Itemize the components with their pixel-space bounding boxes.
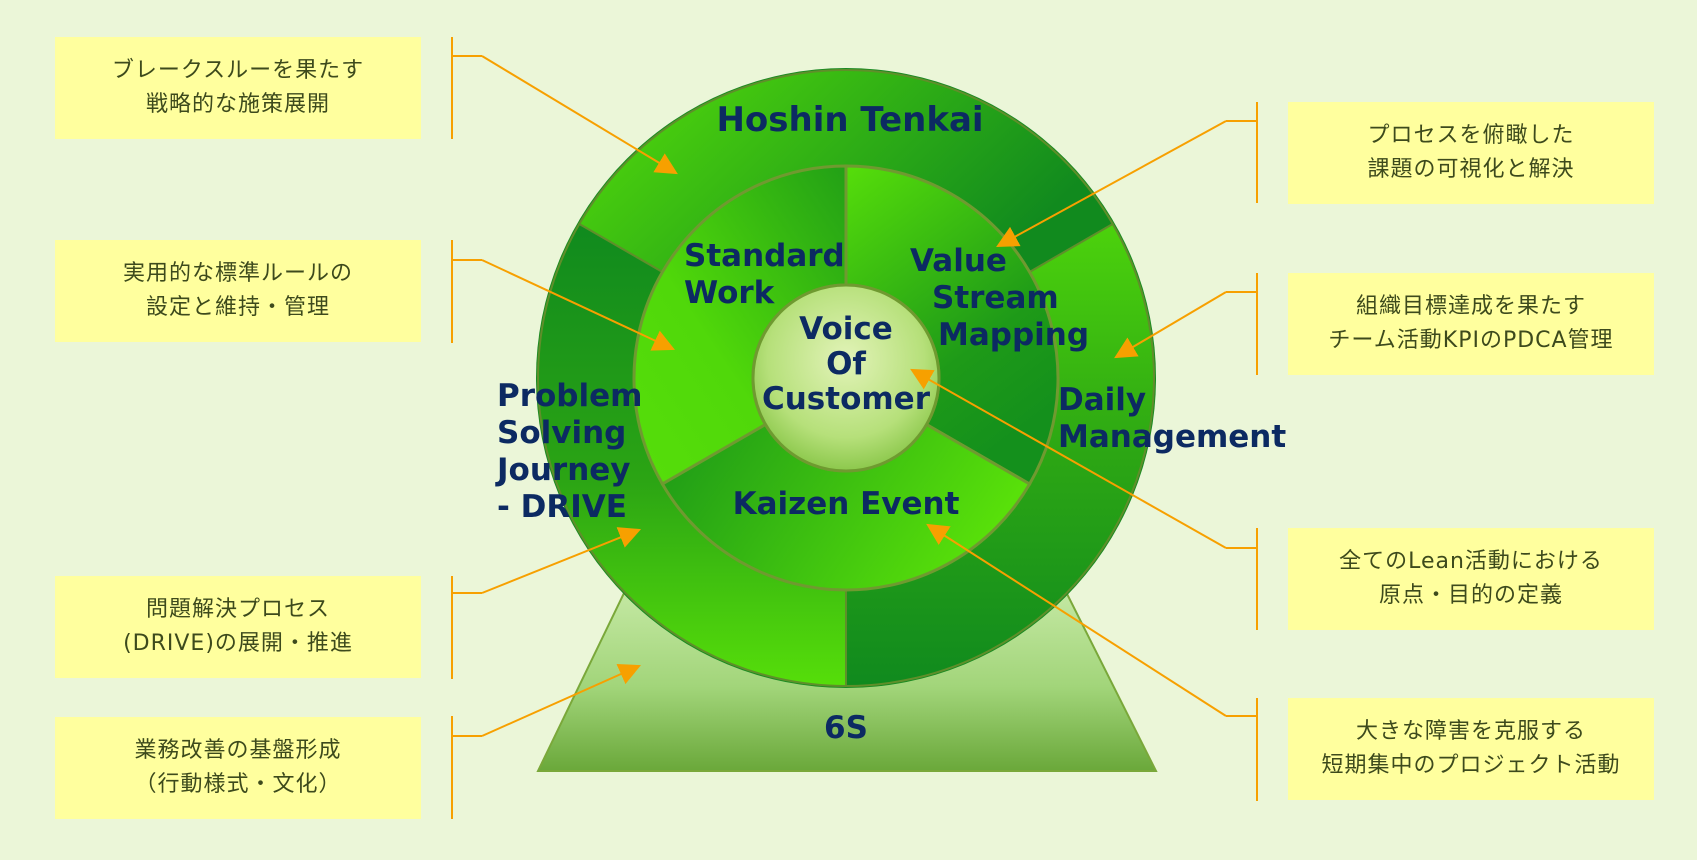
callout-line: 全てのLean活動における <box>1339 549 1603 574</box>
arrow-line <box>481 259 675 351</box>
bracket-line <box>1226 102 1258 203</box>
arrow-line <box>1114 291 1227 359</box>
connector-hoshin <box>451 37 678 175</box>
label-line: Customer <box>761 381 931 417</box>
callout-line: 短期集中のプロジェクト活動 <box>1321 753 1621 778</box>
label-line: Stream <box>932 280 1059 316</box>
callout-line: プロセスを俯瞰した <box>1367 123 1575 148</box>
arrow-line <box>910 368 1227 549</box>
arrow-line <box>481 664 642 737</box>
label-hoshin-tenkai: Hoshin Tenkai <box>716 100 984 140</box>
bracket-line <box>1226 528 1258 630</box>
label-line: Journey <box>497 452 631 488</box>
callout-hoshin-tenkai: ブレークスルーを果たす 戦略的な施策展開 <box>55 37 421 139</box>
label-line: Daily <box>1058 382 1147 418</box>
callout-line: 戦略的な施策展開 <box>145 92 330 117</box>
bracket-line <box>451 240 482 343</box>
callout-line: 組織目標達成を果たす <box>1355 294 1586 319</box>
callout-line: 大きな障害を克服する <box>1355 719 1586 744</box>
label-line: Standard <box>684 238 845 274</box>
bracket-line <box>451 37 482 139</box>
bracket-line <box>1226 698 1258 801</box>
callout-6s: 業務改善の基盤形成 （行動様式・文化） <box>55 717 421 819</box>
label-daily-management: Daily Management <box>1058 382 1286 456</box>
label-voice-of-customer: Voice Of Customer <box>762 312 930 417</box>
label-problem-solving-journey: Problem Solving Journey - DRIVE <box>497 378 642 526</box>
label-line: Voice <box>799 311 893 347</box>
callout-voice-of-customer: 全てのLean活動における 原点・目的の定義 <box>1288 528 1654 630</box>
callout-line: 設定と維持・管理 <box>145 295 330 320</box>
connector-kaizen-event <box>926 523 1258 801</box>
connector-standard-work <box>451 240 675 351</box>
callout-problem-solving: 問題解決プロセス (DRIVE)の展開・推進 <box>55 576 421 678</box>
callout-value-stream-mapping: プロセスを俯瞰した 課題の可視化と解決 <box>1288 102 1654 204</box>
connector-6s <box>451 664 642 819</box>
label-line: Work <box>684 275 775 311</box>
bracket-line <box>451 576 482 679</box>
label-line: Problem <box>497 378 643 414</box>
arrow-line <box>926 523 1227 717</box>
label-line: Management <box>1058 419 1287 455</box>
connector-value-stream <box>996 102 1258 248</box>
callout-kaizen-event: 大きな障害を克服する 短期集中のプロジェクト活動 <box>1288 698 1654 800</box>
callout-line: (DRIVE)の展開・推進 <box>123 631 353 656</box>
center-voice-of-customer <box>751 283 941 473</box>
label-line: Of <box>826 346 866 382</box>
connector-voice-of-customer <box>910 368 1258 630</box>
label-line: - DRIVE <box>497 489 627 525</box>
label-value-stream-mapping: Value Stream Mapping <box>910 243 1089 354</box>
connector-problem-solving <box>451 527 642 679</box>
callout-line: 問題解決プロセス <box>145 597 330 622</box>
callout-line: チーム活動KPIのPDCA管理 <box>1328 328 1614 353</box>
callout-line: ブレークスルーを果たす <box>111 58 365 83</box>
callout-daily-management: 組織目標達成を果たす チーム活動KPIのPDCA管理 <box>1288 273 1654 375</box>
connector-daily-management <box>1114 273 1258 375</box>
callout-line: 実用的な標準ルールの <box>122 261 353 286</box>
arrow-line <box>481 55 678 175</box>
label-line: Mapping <box>938 317 1090 353</box>
label-line: Solving <box>497 415 627 451</box>
callout-line: （行動様式・文化） <box>134 772 342 797</box>
label-kaizen-event: Kaizen Event <box>732 486 960 522</box>
arrow-line <box>996 120 1227 248</box>
callout-line: 業務改善の基盤形成 <box>134 738 342 763</box>
label-line: Value <box>910 243 1007 279</box>
label-standard-work: Standard Work <box>684 238 845 312</box>
callout-line: 課題の可視化と解決 <box>1367 157 1575 182</box>
bracket-line <box>1226 273 1258 375</box>
callout-line: 原点・目的の定義 <box>1378 583 1563 608</box>
callout-standard-work: 実用的な標準ルールの 設定と維持・管理 <box>55 240 421 342</box>
arrow-line <box>481 527 642 594</box>
label-6s: 6S <box>824 710 868 746</box>
bracket-line <box>451 716 482 819</box>
